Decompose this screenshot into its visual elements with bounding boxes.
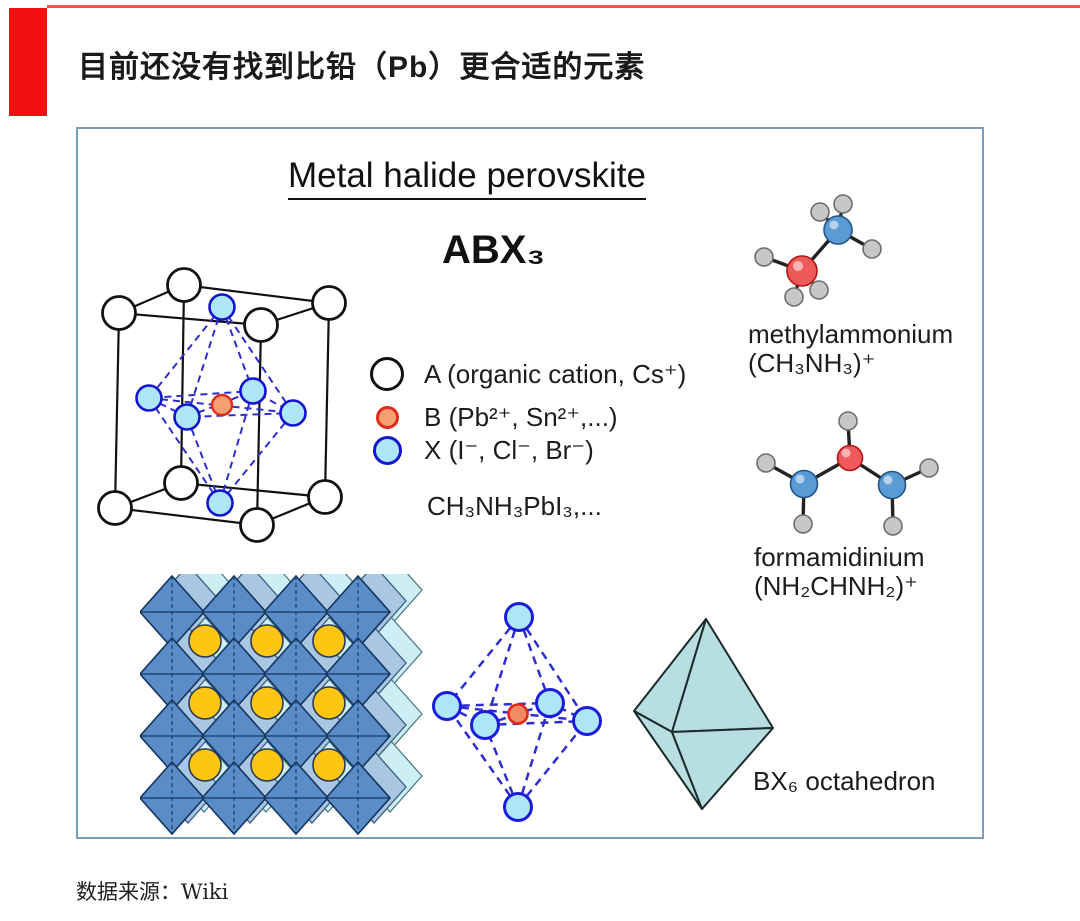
top-divider-rule [47,5,1080,8]
molecule-name: formamidinium [754,542,925,572]
legend-label: X (I⁻, Cl⁻, Br⁻) [424,435,594,465]
x-site-atoms [432,602,602,822]
legend-item-a-site: A (organic cation, Cs⁺) [370,357,686,391]
bonds [764,419,931,528]
nitrogen-atom [789,469,819,499]
figure-title: Metal halide perovskite [288,156,646,200]
unit-cell-diagram [97,267,347,543]
cell-edges [113,283,331,527]
b-site-atom [210,393,234,417]
carbon-atom [786,255,818,287]
page-title: 目前还没有找到比铅（Pb）更合适的元素 [78,51,646,84]
legend-item-x-site: X (I⁻, Cl⁻, Br⁻) [370,435,594,466]
legend-label: A (organic cation, Cs⁺) [424,358,687,389]
a-site-corner-atoms [97,267,347,543]
legend-item-b-site: B (Pb²⁺, Sn²⁺,...) [370,402,618,433]
b-site-symbol-icon [370,406,404,429]
a-site-symbol-icon [370,357,404,391]
formamidinium-molecule-diagram [756,411,939,536]
molecule-name: methylammonium [748,319,954,349]
molecule-formula: (CH₃NH₃)⁺ [748,348,876,379]
x-site-symbol-icon [370,436,404,465]
crystal-lattice-diagram [140,574,423,836]
legend-label: B (Pb²⁺, Sn²⁺,...) [424,402,618,432]
methylammonium-molecule-diagram [754,194,882,307]
octahedron-dashed-edges [145,306,297,504]
hydrogen-atoms [754,194,882,307]
hydrogen-atoms [756,411,939,536]
carbon-atom [836,444,864,472]
bx6-octahedron-label: BX₆ octahedron [753,766,936,796]
molecule-formula: (NH₂CHNH₂)⁺ [754,571,918,602]
formamidinium-label: formamidinium (NH₂CHNH₂)⁺ [754,542,925,602]
b-site-atom [507,703,529,725]
example-formula: CH₃NH₃PbI₃,... [427,491,602,521]
bx6-octahedron-diagram [633,618,774,810]
source-note: 数据来源：Wiki [76,880,229,904]
abx3-formula-heading: ABX₃ [442,228,545,272]
red-accent-bar [9,8,47,116]
methylammonium-label: methylammonium (CH₃NH₃)⁺ [748,319,954,379]
octahedron-wireframe-diagram [432,602,602,822]
nitrogen-atom [823,215,853,245]
x-site-atoms [135,293,307,517]
nitrogen-atom [877,470,907,500]
